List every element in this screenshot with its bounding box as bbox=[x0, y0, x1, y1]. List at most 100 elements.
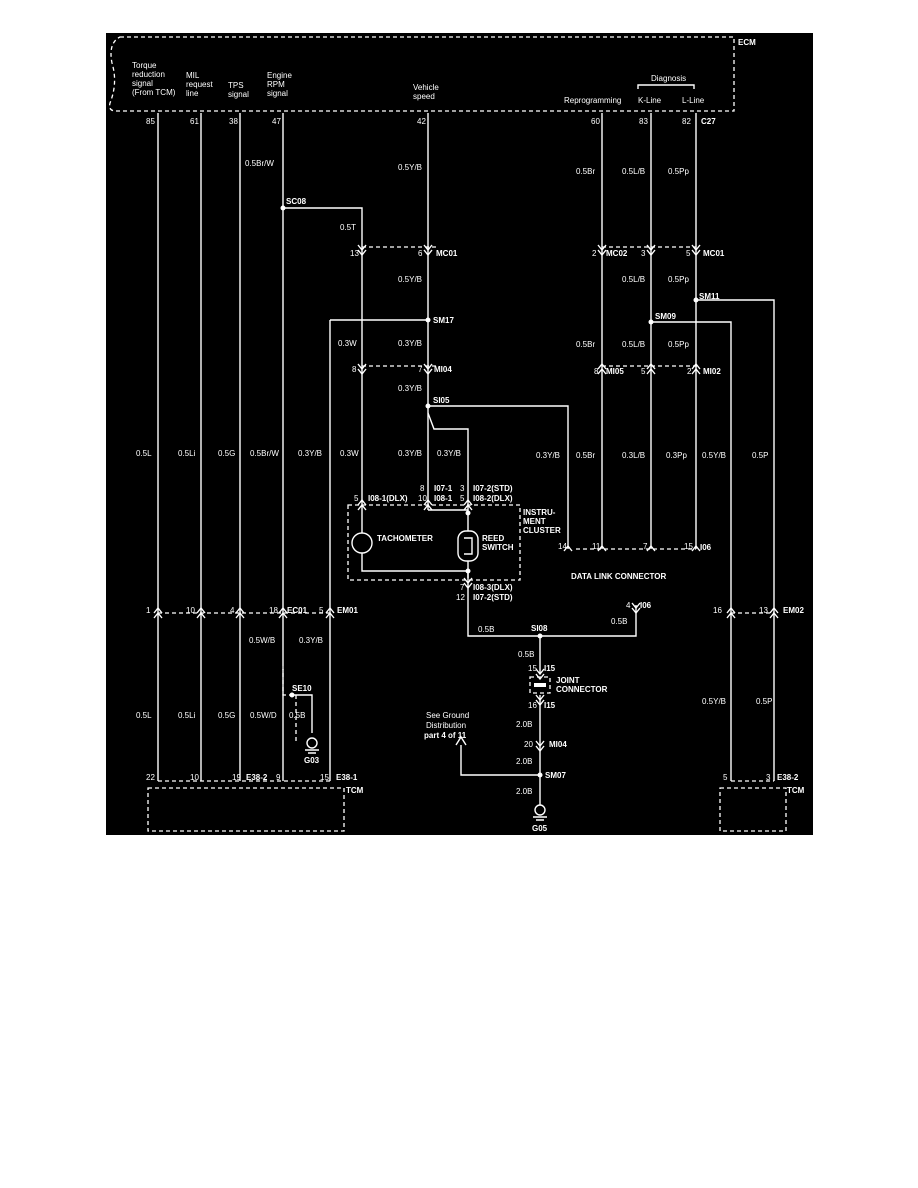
connector-i07-2: I07-2(STD) bbox=[473, 484, 513, 493]
splice-se10: SE10 bbox=[292, 684, 312, 693]
pin: 3 bbox=[460, 484, 465, 493]
tcm-left-box bbox=[147, 787, 345, 832]
connector-ec01: EC01 bbox=[287, 606, 308, 615]
connector-i15b: I15 bbox=[544, 701, 556, 710]
wire-label: 0.3Y/B bbox=[437, 449, 461, 458]
connector-i07-1: I07-1 bbox=[434, 484, 453, 493]
ground-note-arrow bbox=[455, 735, 467, 746]
splice-si05-dot bbox=[425, 403, 431, 409]
wire-label: 2.0B bbox=[516, 787, 532, 796]
connector-i06-dlc: I06 bbox=[700, 543, 712, 552]
pin: 16 bbox=[713, 606, 722, 615]
wire-label: 0.5Li bbox=[178, 449, 196, 458]
splice-sm17-dot bbox=[425, 317, 431, 323]
pin: 19 bbox=[232, 773, 241, 782]
splice-sc08: SC08 bbox=[286, 197, 307, 206]
wire-label: 0.5L/B bbox=[622, 340, 645, 349]
wire-label: 0.5Y/B bbox=[398, 275, 422, 284]
ground-g03-label: G03 bbox=[304, 756, 320, 765]
pin: 13 bbox=[350, 249, 359, 258]
signal-lline: L-Line bbox=[682, 96, 705, 105]
splice-sc08-dot bbox=[280, 205, 286, 211]
connector-mi04: MI04 bbox=[434, 365, 452, 374]
splice-si05: SI05 bbox=[433, 396, 450, 405]
pin: 22 bbox=[146, 773, 155, 782]
pin: 13 bbox=[759, 606, 768, 615]
wire-label: 0.3Y/B bbox=[398, 339, 422, 348]
connector-i08-1b: I08-1 bbox=[434, 494, 453, 503]
wire-label: 0.5P bbox=[756, 697, 772, 706]
wire-label: 0.5Pp bbox=[668, 340, 689, 349]
wire-ground-g03 bbox=[292, 694, 313, 733]
splice-sm09-dot bbox=[648, 319, 654, 325]
ecm-pin-61: 61 bbox=[190, 117, 199, 126]
wire-label: 0.5B bbox=[289, 711, 305, 720]
pin: 16 bbox=[528, 701, 537, 710]
connector-mi04b: MI04 bbox=[549, 740, 567, 749]
pin: 8 bbox=[594, 367, 599, 376]
wire-label: 0.3Pp bbox=[666, 451, 687, 460]
ground-g03-icon bbox=[306, 737, 318, 749]
wire-label: 0.5L bbox=[136, 449, 152, 458]
ecm-pin-83: 83 bbox=[639, 117, 648, 126]
wire-label: 0.5G bbox=[218, 449, 235, 458]
wire-ground-note bbox=[460, 745, 540, 776]
ground-note-line3: part 4 of 11 bbox=[424, 731, 467, 740]
connector-i08-3: I08-3(DLX) bbox=[473, 583, 513, 592]
wire-sm09-em02-16 bbox=[651, 321, 732, 781]
reed-bottom-dot bbox=[465, 568, 471, 574]
connector-i06-b: I06 bbox=[640, 601, 652, 610]
connector-i08-1: I08-1(DLX) bbox=[368, 494, 408, 503]
wire-label: 0.5G bbox=[218, 711, 235, 720]
wire-label: 0.5Br bbox=[576, 167, 595, 176]
splice-se10-dot bbox=[289, 692, 295, 698]
splice-sm11-dot bbox=[693, 297, 699, 303]
ground-note-line1: See Ground bbox=[426, 711, 469, 720]
pin: 7 bbox=[643, 542, 648, 551]
wire-label: 0.5B bbox=[611, 617, 627, 626]
pin: 2 bbox=[687, 367, 692, 376]
connector-e38-1: E38-1 bbox=[336, 773, 358, 782]
pin: 12 bbox=[456, 593, 465, 602]
dlc-label: DATA LINK CONNECTOR bbox=[571, 572, 666, 581]
wire-tach bbox=[283, 207, 363, 494]
wire-label: 0.5L/B bbox=[622, 167, 645, 176]
reed-switch-contacts bbox=[464, 513, 473, 578]
wire-label: 0.3Y/B bbox=[398, 449, 422, 458]
ecm-pin-47: 47 bbox=[272, 117, 281, 126]
connector-mc01: MC01 bbox=[436, 249, 458, 258]
wire-label: 0.3W bbox=[338, 339, 357, 348]
pin: 10 bbox=[418, 494, 427, 503]
wire-si05-dlc bbox=[428, 405, 569, 549]
wire-label: 0.5Br/W bbox=[250, 449, 279, 458]
pin: 1 bbox=[146, 606, 151, 615]
wire-label: 0.5W/D bbox=[250, 711, 277, 720]
instrument-cluster-box bbox=[347, 504, 521, 581]
wire-si05-reed bbox=[427, 412, 469, 513]
wire-label: 0.5Br bbox=[576, 340, 595, 349]
connector-mc02: MC02 bbox=[606, 249, 628, 258]
connector-e38-2-right: E38-2 bbox=[777, 773, 799, 782]
pin: 15 bbox=[528, 664, 537, 673]
pin: 4 bbox=[626, 601, 631, 610]
reed-switch-symbol bbox=[457, 530, 479, 562]
pin: 10 bbox=[186, 606, 195, 615]
wire-label: 0.3Y/B bbox=[398, 384, 422, 393]
signal-diagnosis: Diagnosis bbox=[651, 74, 686, 83]
ecm-pin-82: 82 bbox=[682, 117, 691, 126]
pin: 3 bbox=[641, 249, 646, 258]
connector-i07-2b: I07-2(STD) bbox=[473, 593, 513, 602]
splice-sm17: SM17 bbox=[433, 316, 454, 325]
splice-sm11: SM11 bbox=[699, 292, 720, 301]
wire-label: 0.5Pp bbox=[668, 275, 689, 284]
wire-label: 0.5L bbox=[136, 711, 152, 720]
ecm-pin-60: 60 bbox=[591, 117, 600, 126]
wire-label: 0.5Li bbox=[178, 711, 196, 720]
pin: 10 bbox=[190, 773, 199, 782]
pin: 5 bbox=[319, 606, 324, 615]
